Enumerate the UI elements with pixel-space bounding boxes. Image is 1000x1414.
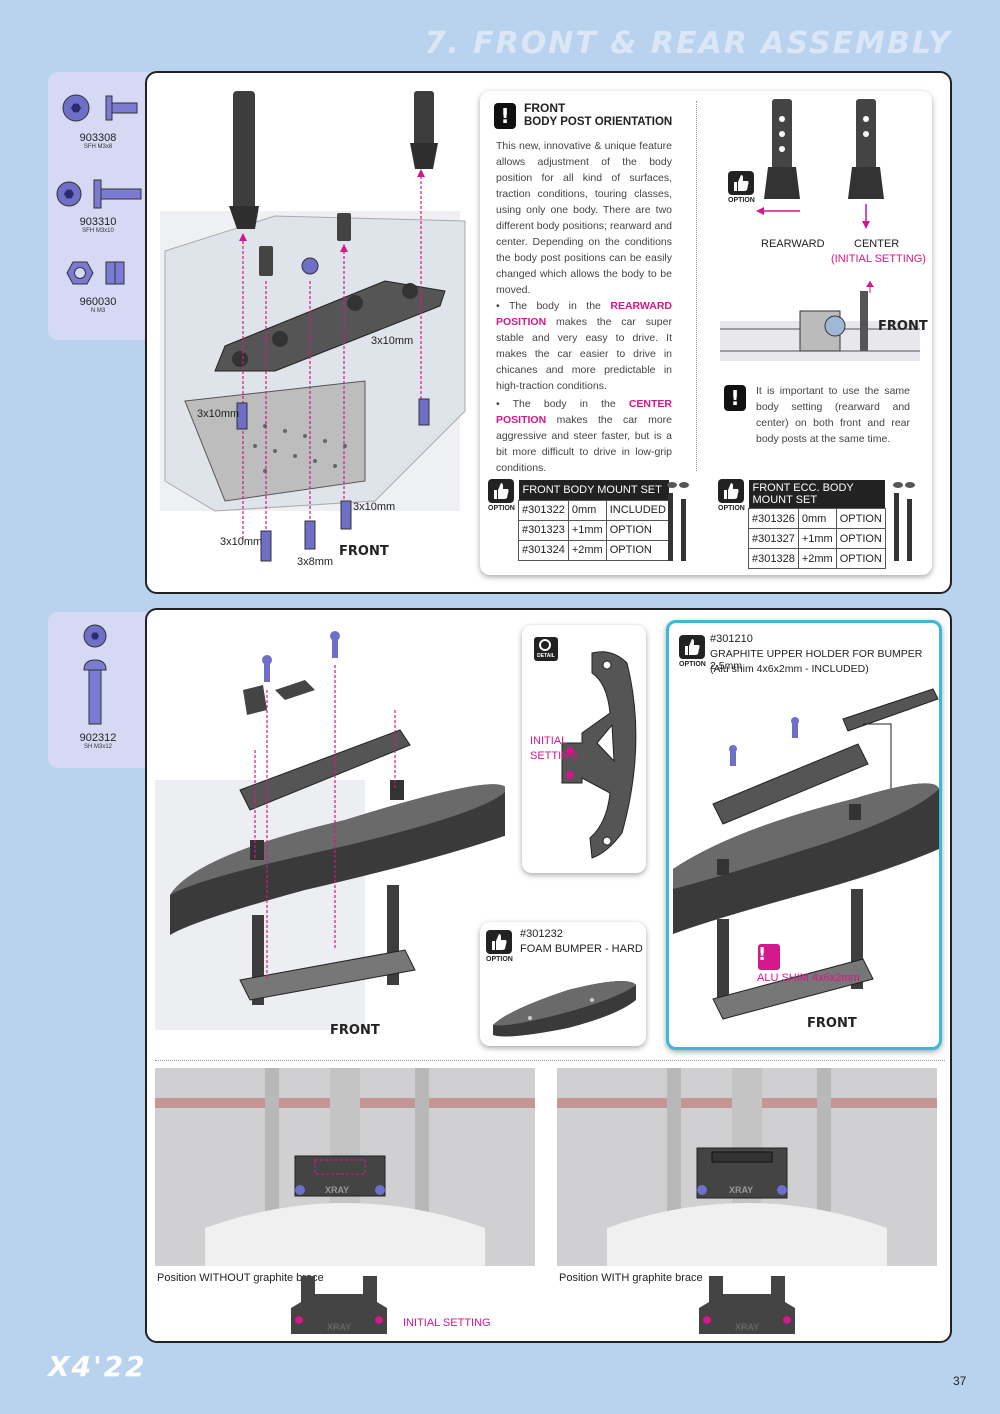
socket-head-screw-icon xyxy=(83,624,107,725)
warning-icon: ! xyxy=(758,944,767,965)
initial-setting-label: SETTING xyxy=(530,750,578,762)
body-post-assembly-illustration xyxy=(160,91,466,562)
thumbs-up-icon xyxy=(728,171,754,195)
dimension-label: 3x8mm xyxy=(297,556,334,568)
front-label: FRONT xyxy=(330,1023,380,1038)
initial-setting-label: (INITIAL SETTING) xyxy=(831,253,926,265)
center-label: CENTER xyxy=(854,238,900,250)
foam-part-name: FOAM BUMPER - HARD xyxy=(520,943,643,955)
rearward-bullet: • The body in the REARWARD POSITION make… xyxy=(496,300,673,392)
table-title: FRONT ECC. BODY MOUNT SET xyxy=(748,480,886,509)
option-label: OPTION xyxy=(679,661,706,668)
photo-with-brace: XRAY xyxy=(557,1068,937,1266)
initial-setting-label: INITIAL SETTING xyxy=(403,1317,491,1329)
thumbs-up-icon xyxy=(718,479,744,503)
table-title: FRONT BODY MOUNT SET xyxy=(518,480,670,500)
graphite-part-number: #301210 xyxy=(710,633,753,645)
detail-badge-label: DETAIL xyxy=(537,653,555,659)
brand-text: XRAY xyxy=(729,1185,753,1195)
dimension-label: 3x10mm xyxy=(220,536,263,548)
page-number: 37 xyxy=(953,1374,967,1388)
flat-head-screw-icon xyxy=(56,179,142,209)
separator xyxy=(155,1060,945,1061)
center-bullet: • The body in the CENTER POSITION makes … xyxy=(496,398,673,474)
graphite-part-note: (Alu shim 4x6x2mm - INCLUDED) xyxy=(710,663,869,675)
bumper-assembly-illustration xyxy=(155,631,505,1030)
thumbs-up-icon xyxy=(486,930,512,954)
bumper-holder-detail-icon xyxy=(561,651,637,859)
part-number: 960030 N M3 xyxy=(79,296,117,314)
nut-icon xyxy=(66,261,125,285)
divider xyxy=(696,101,697,471)
parts-panel-bottom: 902312 SH M3x12 xyxy=(48,612,158,768)
holder-with-brace-icon: XRAY xyxy=(699,1276,795,1334)
option-label: OPTION xyxy=(488,505,515,512)
foam-bumper-card: OPTION #301232 FOAM BUMPER - HARD xyxy=(480,922,646,1046)
graphite-bumper-illustration xyxy=(673,688,939,1020)
info-front-label: FRONT xyxy=(524,101,566,115)
body-post-parts-icon xyxy=(893,482,915,561)
chassis-photo: XRAY xyxy=(155,1068,535,1266)
graphite-part-name: GRAPHITE UPPER HOLDER FOR BUMPER 2.5mm xyxy=(710,648,923,672)
car-side-illustration xyxy=(720,281,920,361)
option-label: OPTION xyxy=(728,197,755,204)
post-orientation-illustration xyxy=(756,99,884,229)
parts-panel-top: 903308 SFH M3x8 903310 SFH M3x10 960030 … xyxy=(48,72,158,340)
page-header-title: 7. FRONT & REAR ASSEMBLY xyxy=(424,26,952,61)
graphite-holder-card: OPTION #301210 GRAPHITE UPPER HOLDER FOR… xyxy=(666,620,942,1050)
brand-text: XRAY xyxy=(735,1322,759,1332)
brand-text: XRAY xyxy=(327,1322,351,1332)
initial-setting-label: INITIAL xyxy=(530,735,568,747)
footer-logo: X4'22 xyxy=(48,1350,147,1383)
warning-icon: ! xyxy=(494,103,516,129)
part-number: 902312 SH M3x12 xyxy=(79,732,117,750)
alu-shim-label: ALU SHIM 4x6x2mm xyxy=(757,972,860,984)
with-caption: Position WITH graphite brace xyxy=(559,1272,703,1284)
detail-badge: DETAIL xyxy=(534,637,558,661)
option-label: OPTION xyxy=(486,956,513,963)
body-post-info-card: ! FRONT BODY POST ORIENTATION This new, … xyxy=(480,91,932,575)
dimension-label: 3x10mm xyxy=(371,335,414,347)
foam-bumper-icon xyxy=(493,981,636,1037)
body-setting-note: It is important to use the same body set… xyxy=(756,385,910,445)
part-number: 903310 SFH M3x10 xyxy=(79,216,117,234)
detail-card: DETAIL INITIAL SETTING xyxy=(522,625,646,873)
info-title: BODY POST ORIENTATION xyxy=(524,116,673,128)
info-paragraph: This new, innovative & unique feature al… xyxy=(496,140,672,296)
front-label: FRONT xyxy=(339,544,389,559)
without-caption: Position WITHOUT graphite brace xyxy=(157,1272,324,1284)
holder-without-brace-icon: XRAY xyxy=(291,1276,387,1334)
thumbs-up-icon xyxy=(488,479,514,503)
foam-part-number: #301232 xyxy=(520,928,563,940)
part-number: 903308 SFH M3x8 xyxy=(79,132,117,150)
chassis-photo: XRAY xyxy=(557,1068,937,1266)
photo-without-brace: XRAY xyxy=(155,1068,535,1266)
step-2-frame: FRONT DETAIL INITIAL SETTING OPTION #301… xyxy=(145,608,952,1343)
dimension-label: 3x10mm xyxy=(353,501,396,513)
step-1-frame: 3x10mm 3x10mm 3x10mm 3x10mm 3x8mm FRONT … xyxy=(145,71,952,594)
rearward-label: REARWARD xyxy=(761,238,825,250)
option-label: OPTION xyxy=(718,505,745,512)
dimension-label: 3x10mm xyxy=(197,408,240,420)
body-post-parts-icon xyxy=(667,482,689,561)
thumbs-up-icon xyxy=(679,635,705,659)
front-label: FRONT xyxy=(878,319,928,334)
front-label: FRONT xyxy=(807,1016,857,1031)
warning-icon: ! xyxy=(724,385,746,411)
flat-head-screw-icon xyxy=(62,94,138,122)
brand-text: XRAY xyxy=(325,1185,349,1195)
